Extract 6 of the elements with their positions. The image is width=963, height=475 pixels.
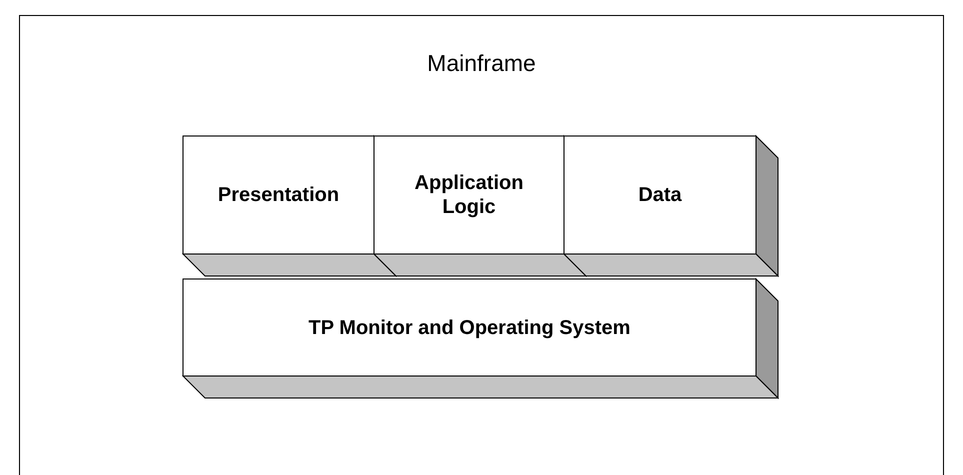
block-label: TP Monitor and Operating System (308, 316, 630, 340)
block-label: Presentation (218, 183, 340, 207)
frame-title: Mainframe (426, 50, 537, 77)
mainframe-frame (19, 15, 944, 475)
block-label: Application Logic (414, 171, 524, 219)
block-label: Data (638, 183, 682, 207)
